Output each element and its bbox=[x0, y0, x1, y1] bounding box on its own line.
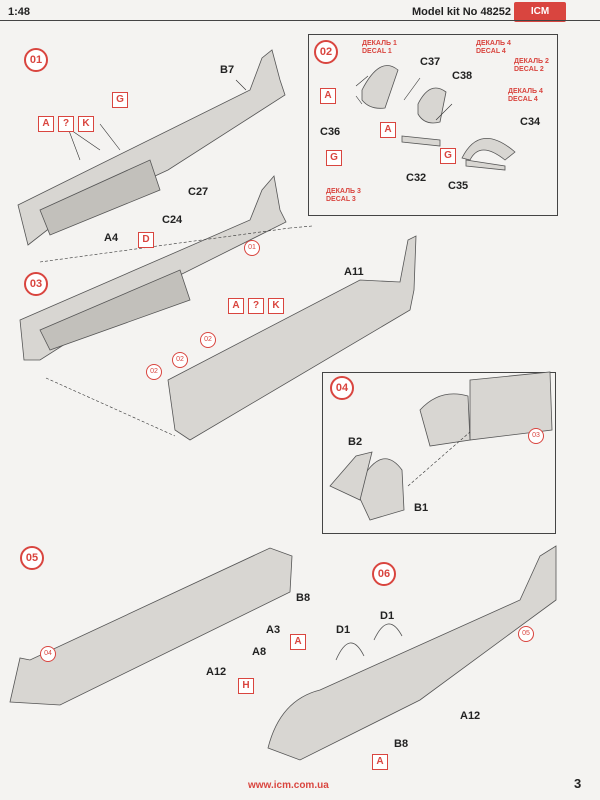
seat-back-c38 bbox=[417, 87, 447, 124]
part-b1: B1 bbox=[414, 502, 429, 514]
part-d1-b: D1 bbox=[380, 610, 395, 622]
kit-number: Model kit No 48252 bbox=[412, 6, 512, 18]
ref-04: 04 bbox=[40, 646, 56, 662]
color-a-02b: A bbox=[380, 122, 396, 138]
step-01: 01 bbox=[24, 48, 48, 72]
color-a-03: A bbox=[228, 298, 244, 314]
part-a12-05: A12 bbox=[206, 666, 227, 678]
color-k-03: K bbox=[268, 298, 284, 314]
part-a4: A4 bbox=[104, 232, 119, 244]
step-02-frame bbox=[308, 34, 558, 216]
part-a8: A8 bbox=[252, 646, 267, 658]
part-c36: C36 bbox=[320, 126, 341, 138]
color-h-05: H bbox=[238, 678, 254, 694]
fuselage-05 bbox=[9, 547, 293, 706]
part-d1-a: D1 bbox=[336, 624, 351, 636]
color-q-03: ? bbox=[248, 298, 264, 314]
step-05: 05 bbox=[20, 546, 44, 570]
part-b2: B2 bbox=[348, 436, 363, 448]
ref-03: 03 bbox=[528, 428, 544, 444]
color-a-06: A bbox=[372, 754, 388, 770]
brand-logo: ICM bbox=[514, 2, 566, 22]
part-b8-06: B8 bbox=[394, 738, 409, 750]
fuselage-03-view bbox=[469, 371, 553, 441]
part-b7: B7 bbox=[220, 64, 235, 76]
part-c24: C24 bbox=[162, 214, 183, 226]
step-04: 04 bbox=[330, 376, 354, 400]
footer-url[interactable]: www.icm.com.ua bbox=[248, 780, 329, 791]
part-b8-05: B8 bbox=[296, 592, 311, 604]
ref-02-a: 02 bbox=[146, 364, 162, 380]
step-06: 06 bbox=[372, 562, 396, 586]
color-a-05: A bbox=[290, 634, 306, 650]
color-d-01: D bbox=[138, 232, 154, 248]
fuselage-half-a11 bbox=[167, 235, 417, 441]
step-02: 02 bbox=[314, 40, 338, 64]
scale-label: 1:48 bbox=[8, 6, 31, 18]
part-a3: A3 bbox=[266, 624, 281, 636]
ref-02-b: 02 bbox=[172, 352, 188, 368]
page-number: 3 bbox=[574, 776, 582, 791]
color-g-02a: G bbox=[326, 150, 342, 166]
part-c35: C35 bbox=[448, 180, 469, 192]
step-03: 03 bbox=[24, 272, 48, 296]
step-04-frame bbox=[322, 372, 556, 534]
part-a12-06: A12 bbox=[460, 710, 481, 722]
header-rule bbox=[0, 20, 600, 21]
part-c34: C34 bbox=[520, 116, 541, 128]
color-a-01: A bbox=[38, 116, 54, 132]
ref-01: 01 bbox=[244, 240, 260, 256]
seat-back-c37 bbox=[361, 65, 399, 109]
ref-02-c: 02 bbox=[200, 332, 216, 348]
color-g-01: G bbox=[112, 92, 128, 108]
color-q-01: ? bbox=[58, 116, 74, 132]
nose-b2 bbox=[329, 451, 373, 501]
color-g-02b: G bbox=[440, 148, 456, 164]
color-a-02a: A bbox=[320, 88, 336, 104]
part-c38: C38 bbox=[452, 70, 473, 82]
ref-05: 05 bbox=[518, 626, 534, 642]
fuselage-06 bbox=[267, 545, 557, 761]
part-c27: C27 bbox=[188, 186, 209, 198]
part-a11: A11 bbox=[344, 266, 364, 278]
part-c32: C32 bbox=[406, 172, 427, 184]
bulkhead-c34 bbox=[461, 137, 516, 161]
color-k-01: K bbox=[78, 116, 94, 132]
part-c37: C37 bbox=[420, 56, 441, 68]
